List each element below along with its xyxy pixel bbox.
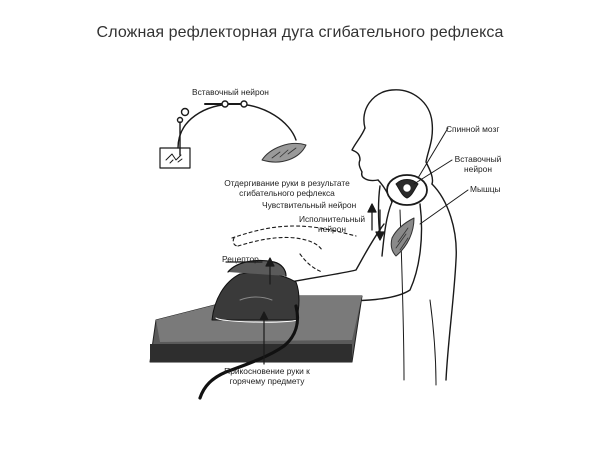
receptor-arrow (225, 257, 275, 285)
label-touch-line2: горячему предмету (229, 376, 305, 386)
label-touch: Прикосновение руки к горячему предмету (212, 366, 322, 386)
label-withdrawal: Отдергивание руки в результате сгибатель… (212, 178, 362, 198)
label-muscles: Мышцы (470, 184, 501, 194)
label-motor-neuron-line2: нейрон (318, 224, 346, 234)
label-interneuron-top: Вставочный нейрон (192, 87, 269, 97)
label-motor-neuron-line1: Исполнительный (298, 214, 366, 224)
arm-muscle-icon (390, 217, 415, 257)
iron-icon (211, 259, 300, 323)
label-spinal-cord: Спинной мозг (446, 124, 500, 134)
label-withdrawal-line2: сгибательного рефлекса (239, 188, 335, 198)
signal-arrows (367, 203, 385, 241)
page-title: Сложная рефлекторная дуга сгибательного … (96, 24, 504, 41)
label-touch-line1: Прикосновение руки к (224, 366, 310, 376)
withdrawal-path-dashed (231, 225, 357, 273)
muscle-icon (261, 143, 307, 163)
label-receptor: Рецептор (222, 254, 259, 264)
label-interneuron-right: Вставочный нейрон (448, 154, 508, 174)
power-cord (198, 304, 300, 400)
label-motor-neuron: Исполнительный нейрон (292, 214, 372, 234)
receptor-skin-icon (159, 147, 191, 169)
label-sensory-neuron: Чувствительный нейрон (262, 200, 357, 210)
label-interneuron-right-line2: нейрон (464, 164, 492, 174)
label-interneuron-right-line1: Вставочный (454, 154, 502, 164)
neuron-arc-icon (159, 100, 307, 169)
leader-lines (413, 127, 469, 225)
label-withdrawal-line1: Отдергивание руки в результате (224, 178, 350, 188)
touch-arrow (259, 311, 269, 365)
